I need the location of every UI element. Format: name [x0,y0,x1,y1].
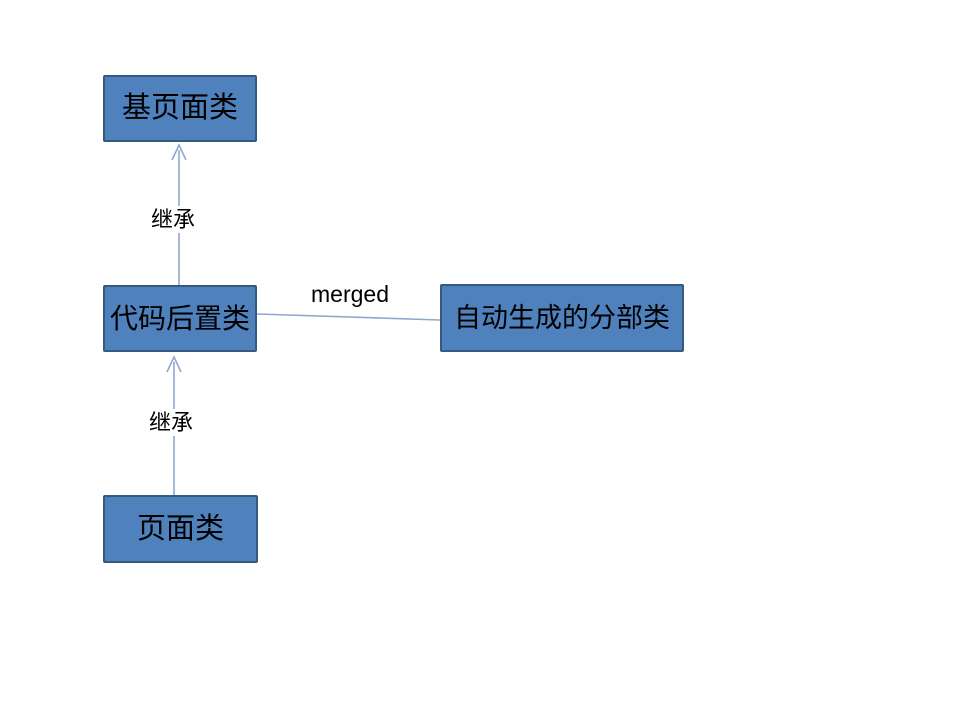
inherit-bottom-arrowhead-icon [166,355,182,373]
edge-label-inherit-top: 继承 [149,206,198,234]
inherit-top-arrowhead-icon [171,143,187,161]
node-code-behind-class[interactable]: 代码后置类 [103,285,257,352]
merged-connector-line [256,313,441,321]
node-auto-generated-partial-class[interactable]: 自动生成的分部类 [440,284,684,352]
edge-label-inherit-bottom: 继承 [147,409,196,437]
node-page-class-label: 页面类 [136,512,224,545]
node-base-page-class[interactable]: 基页面类 [103,75,257,142]
node-code-behind-class-label: 代码后置类 [109,302,250,334]
node-page-class[interactable]: 页面类 [103,495,258,563]
node-auto-generated-partial-class-label: 自动生成的分部类 [454,302,670,333]
node-base-page-class-label: 基页面类 [121,92,238,124]
edge-label-merged: merged [311,281,389,307]
